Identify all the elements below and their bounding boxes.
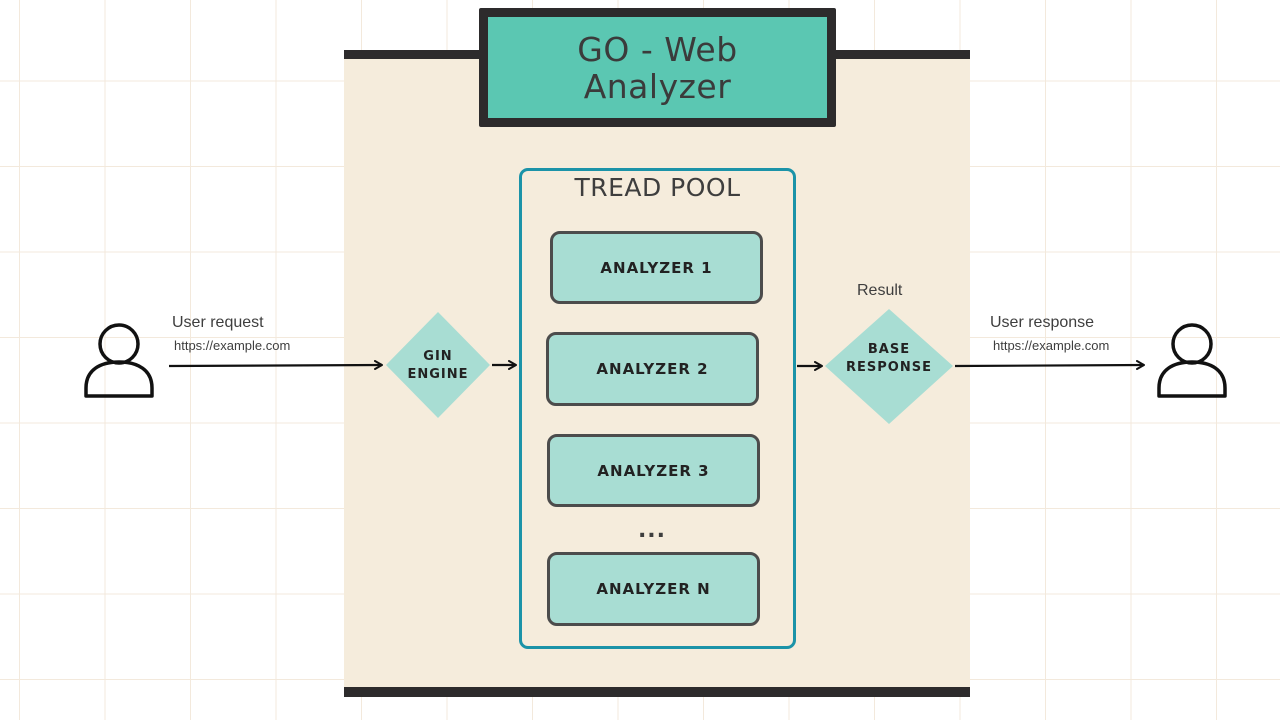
- thread-pool-title: TREAD POOL: [574, 173, 741, 202]
- user-request-label: User request: [172, 314, 264, 331]
- title-box: GO - Web Analyzer: [479, 8, 836, 127]
- analyzer-ellipsis: ...: [637, 518, 667, 543]
- analyzer-box-3: ANALYZER 3: [547, 434, 760, 507]
- base-response-label-line-1: BASE: [867, 342, 911, 357]
- user-request-url: https://example.com: [174, 338, 291, 353]
- gin-engine-diamond: [386, 312, 490, 418]
- base-response-label-line-2: RESPONSE: [846, 360, 932, 375]
- gin-engine-label: GIN ENGINE: [388, 348, 488, 384]
- panel-bottom-bar: [344, 687, 970, 697]
- gin-engine-label-line-1: GIN: [423, 349, 453, 364]
- request-arrow: [168, 360, 383, 371]
- title-line-1: GO - Web: [577, 29, 738, 69]
- analyzer-box-2: ANALYZER 2: [546, 332, 759, 406]
- result-label: Result: [857, 282, 903, 299]
- user-icon: [84, 323, 154, 398]
- base-response-diamond: [825, 309, 953, 424]
- response-arrow: [954, 360, 1145, 371]
- analyzer-box-n: ANALYZER N: [547, 552, 760, 626]
- base-response-label: BASE RESPONSE: [826, 341, 952, 377]
- user-response-label: User response: [990, 314, 1095, 331]
- thread-pool-box: [519, 168, 796, 649]
- analyzer-box-1: ANALYZER 1: [550, 231, 763, 304]
- user-icon: [1157, 323, 1227, 398]
- title-line-2: Analyzer: [583, 66, 732, 106]
- user-response-url: https://example.com: [993, 338, 1110, 353]
- gin-engine-label-line-2: ENGINE: [407, 367, 469, 382]
